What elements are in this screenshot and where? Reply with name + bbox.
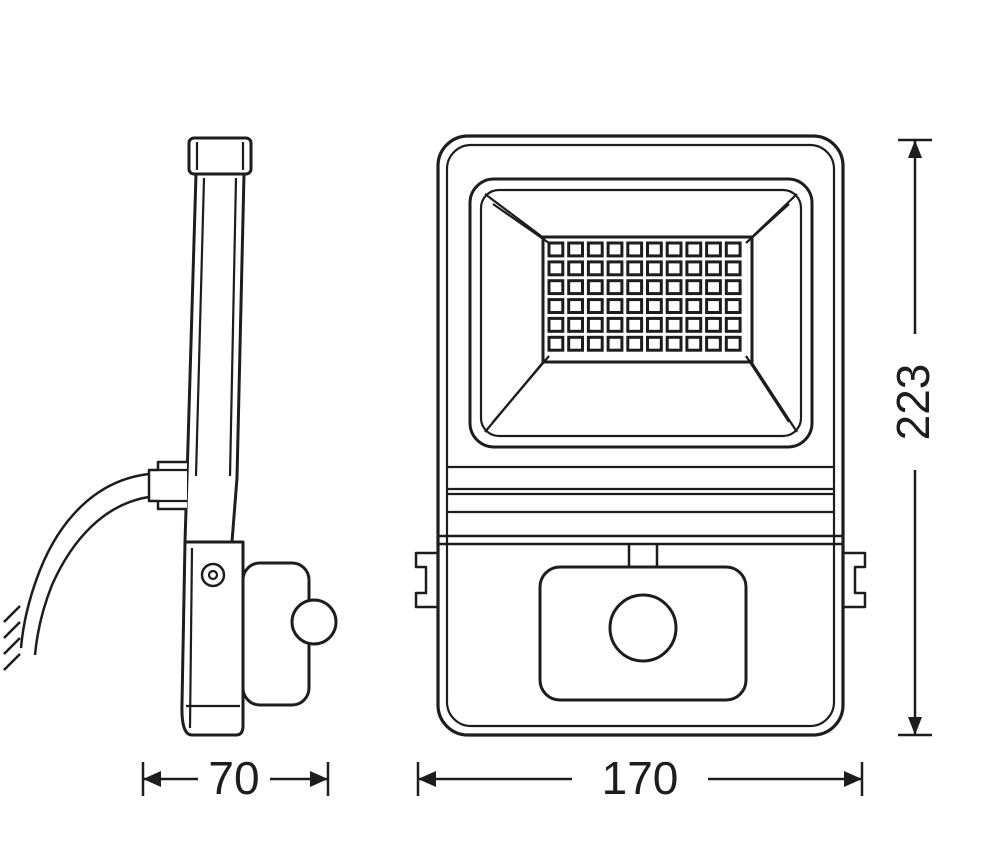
- led-chip: [665, 241, 683, 258]
- front-view: 170 223: [414, 134, 939, 804]
- led-chip: [547, 260, 565, 277]
- power-cable: [19, 472, 150, 656]
- led-chip: [586, 335, 604, 352]
- sensor-dome-side: [290, 598, 338, 646]
- led-chip: [586, 260, 604, 277]
- dimension-front-width: 170: [416, 752, 864, 804]
- reflector-bevels: [484, 193, 798, 433]
- led-chip: [705, 316, 722, 333]
- led-chip: [705, 298, 722, 315]
- sensor-module: [538, 565, 748, 702]
- led-chip: [586, 279, 604, 296]
- led-chip: [547, 279, 565, 296]
- wall-hatch: [3, 605, 21, 671]
- led-chip: [724, 298, 742, 315]
- dimension-front-height: 223: [887, 138, 939, 737]
- led-chip: [547, 335, 565, 352]
- dimension-side-width: 70: [141, 752, 330, 804]
- led-chip: [567, 298, 585, 315]
- led-chip: [606, 279, 624, 296]
- led-chip: [665, 298, 683, 315]
- led-chip: [626, 241, 644, 258]
- side-view: 70: [3, 136, 338, 804]
- led-chip: [626, 298, 644, 315]
- led-chip: [567, 260, 585, 277]
- sensor-housing-side: [241, 561, 338, 707]
- led-chip: [547, 298, 565, 315]
- mounting-ear-right: [843, 551, 867, 609]
- led-chip: [646, 260, 663, 277]
- led-chip: [567, 279, 585, 296]
- housing-inner-outline: [445, 143, 836, 728]
- led-chip: [567, 335, 585, 352]
- led-chip: [665, 316, 683, 333]
- led-chip: [685, 316, 703, 333]
- front-width-label: 170: [602, 752, 679, 804]
- led-chip: [665, 260, 683, 277]
- pivot-screw: [200, 562, 226, 588]
- led-chip: [646, 241, 663, 258]
- led-chip: [705, 260, 722, 277]
- led-chip: [567, 316, 585, 333]
- face-frame: [468, 177, 814, 449]
- side-width-label: 70: [208, 752, 259, 804]
- led-chip: [724, 241, 742, 258]
- led-chip: [547, 241, 565, 258]
- housing-ribs: [438, 465, 843, 546]
- led-chip: [705, 279, 722, 296]
- led-chip: [646, 316, 663, 333]
- led-chip: [586, 241, 604, 258]
- led-chip: [646, 335, 663, 352]
- led-chip: [626, 260, 644, 277]
- led-chip: [685, 335, 703, 352]
- led-chip: [606, 335, 624, 352]
- led-chip: [606, 260, 624, 277]
- led-chip: [646, 298, 663, 315]
- led-chip: [705, 241, 722, 258]
- led-chip: [606, 241, 624, 258]
- led-chip: [665, 335, 683, 352]
- led-chip: [685, 279, 703, 296]
- led-chip: [606, 298, 624, 315]
- led-chip: [646, 279, 663, 296]
- led-array: [547, 241, 742, 352]
- led-chip: [547, 316, 565, 333]
- led-chip: [665, 279, 683, 296]
- led-chip: [685, 241, 703, 258]
- led-chip: [705, 335, 722, 352]
- led-window: [541, 235, 754, 364]
- top-cap-side: [187, 136, 253, 176]
- led-chip: [606, 316, 624, 333]
- sensor-stem: [627, 544, 659, 567]
- cable-gland: [147, 460, 187, 511]
- led-chip: [724, 279, 742, 296]
- led-chip: [586, 316, 604, 333]
- led-chip: [724, 260, 742, 277]
- led-chip: [685, 298, 703, 315]
- led-chip: [586, 298, 604, 315]
- front-height-label: 223: [887, 364, 939, 441]
- led-chip: [724, 335, 742, 352]
- led-chip: [626, 316, 644, 333]
- led-chip: [626, 279, 644, 296]
- lower-housing-side: [180, 540, 245, 737]
- led-chip: [626, 335, 644, 352]
- mounting-ear-left: [414, 551, 438, 609]
- pir-lens: [608, 593, 678, 663]
- led-chip: [724, 316, 742, 333]
- led-chip: [567, 241, 585, 258]
- housing-body-side: [183, 172, 246, 544]
- led-chip: [685, 260, 703, 277]
